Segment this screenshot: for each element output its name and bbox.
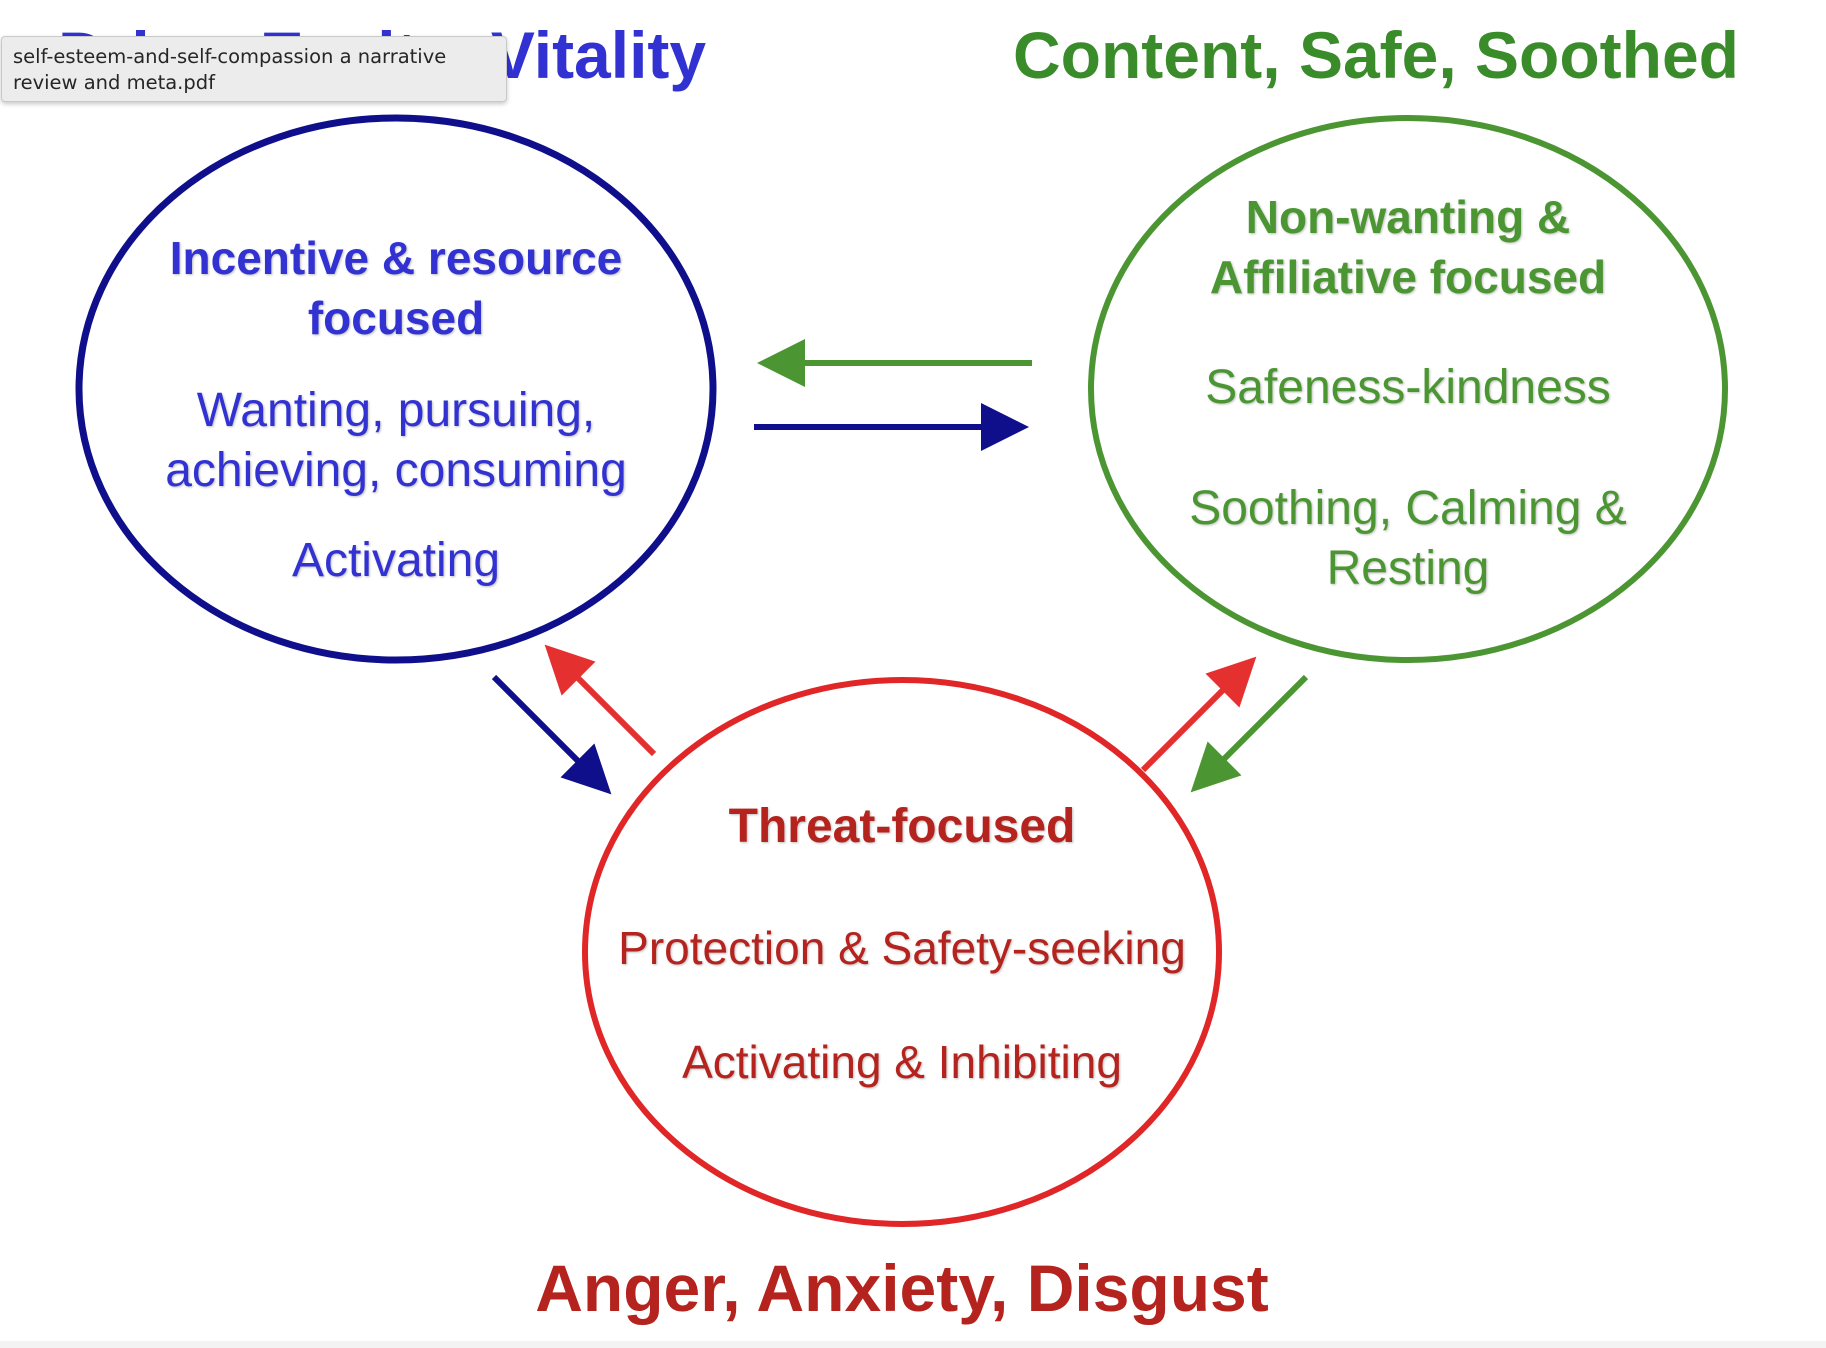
soothe-mode-line2: Resting	[1327, 542, 1490, 595]
threat-heading: Anger, Anxiety, Disgust	[535, 1251, 1268, 1325]
soothe-mode-line1: Soothing, Calming &	[1189, 482, 1627, 535]
drive-system-circle	[75, 114, 717, 664]
drive-title-line2: focused	[308, 292, 484, 344]
threat-desc: Protection & Safety-seeking	[618, 922, 1186, 974]
arrow-threat-to-drive	[544, 644, 657, 757]
soothe-desc: Safeness-kindness	[1205, 361, 1611, 414]
soothe-system-circle	[1088, 115, 1728, 663]
arrow-drive-to-threat	[491, 674, 612, 795]
threat-mode: Activating & Inhibiting	[682, 1036, 1122, 1088]
threat-title: Threat-focused	[729, 800, 1076, 853]
arrow-soothe-to-threat	[1190, 674, 1309, 793]
threat-system-circle	[582, 677, 1222, 1227]
soothe-title-line2: Affiliative focused	[1210, 251, 1606, 303]
arrow-threat-to-soothe	[1140, 656, 1257, 773]
bottom-edge-strip	[0, 1341, 1826, 1348]
soothe-title-line1: Non-wanting &	[1246, 191, 1571, 243]
file-name-tooltip: self-esteem-and-self-compassion a narrat…	[1, 36, 507, 102]
drive-mode: Activating	[292, 534, 500, 587]
drive-desc-line2: achieving, consuming	[165, 444, 627, 497]
drive-title-line1: Incentive & resource	[170, 232, 623, 284]
drive-desc-line1: Wanting, pursuing,	[197, 384, 595, 437]
content-heading: Content, Safe, Soothed	[1013, 18, 1739, 92]
